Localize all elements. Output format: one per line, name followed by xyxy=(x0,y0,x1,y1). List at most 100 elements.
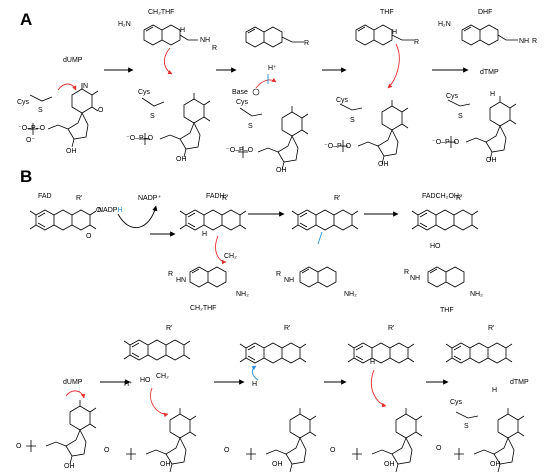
svg-text:Cys: Cys xyxy=(138,89,151,96)
svg-text:R': R' xyxy=(388,325,394,332)
svg-text:NH: NH xyxy=(410,275,420,282)
b-flavin-thf-adduct: R' R NH NH₂ xyxy=(276,195,359,298)
b-fadch2oh-label: FADCH₂OH⁻ xyxy=(422,193,463,200)
svg-text:⁻O–P–O: ⁻O–P–O xyxy=(226,147,254,154)
svg-text:R: R xyxy=(532,38,537,45)
svg-text:⁻O–P–O: ⁻O–P–O xyxy=(432,139,460,146)
svg-text:CH₂: CH₂ xyxy=(224,253,237,260)
svg-text:OH: OH xyxy=(66,148,77,155)
a-dhf-label: DHF xyxy=(478,9,492,16)
svg-text:OH: OH xyxy=(378,161,389,168)
svg-text:S: S xyxy=(464,423,469,430)
svg-text:R': R' xyxy=(456,195,462,202)
svg-text:OH: OH xyxy=(272,461,283,468)
svg-text:H: H xyxy=(180,27,185,34)
svg-text:NADPH: NADPH xyxy=(98,207,123,214)
svg-text:O: O xyxy=(224,447,230,454)
svg-text:HO: HO xyxy=(430,243,441,250)
svg-text:H₂N: H₂N xyxy=(438,21,451,28)
b-flavin-methylene-step: R' H O OH xyxy=(224,325,317,472)
svg-text:Cys: Cys xyxy=(236,99,249,106)
b-dump-structure: O OH xyxy=(16,390,97,470)
svg-text:CH₂: CH₂ xyxy=(156,373,169,380)
svg-text:R': R' xyxy=(284,325,290,332)
svg-text:R': R' xyxy=(166,325,172,332)
b-fadh-label: FADH⁻ xyxy=(206,193,229,200)
svg-text:O: O xyxy=(436,445,442,452)
b-ch2thf-label: CH₂THF xyxy=(190,305,216,312)
svg-text:⁻O–P–O: ⁻O–P–O xyxy=(126,135,154,142)
a-dtmp-structure: Cys S H ⁻O–P–O OH xyxy=(432,91,517,164)
svg-text:O⁻: O⁻ xyxy=(26,137,35,144)
svg-text:R: R xyxy=(212,45,217,52)
svg-text:H: H xyxy=(370,359,375,366)
svg-text:S: S xyxy=(38,107,43,114)
svg-text:Cys: Cys xyxy=(446,93,459,100)
svg-text:R': R' xyxy=(76,195,82,202)
a-ch2thf-label: CH₂THF xyxy=(148,9,174,16)
b-dtmp-label: dTMP xyxy=(510,379,529,386)
b-nadph-step: NADPH NADP⁺ xyxy=(98,195,161,229)
svg-text:H⁺: H⁺ xyxy=(124,381,133,388)
svg-text:NH: NH xyxy=(284,277,294,284)
svg-text:H: H xyxy=(202,231,207,238)
svg-text:R: R xyxy=(414,39,419,46)
b-dump-label: dUMP xyxy=(63,379,83,386)
b-thf-label: THF xyxy=(440,307,454,314)
svg-text:OH: OH xyxy=(176,156,187,163)
svg-text:OH: OH xyxy=(64,463,75,470)
b-fadch2oh-structure: R' HO xyxy=(411,195,479,250)
svg-text:S: S xyxy=(458,113,463,120)
svg-text:N: N xyxy=(83,83,88,90)
svg-text:R': R' xyxy=(222,195,228,202)
a-dump-label: dUMP xyxy=(63,57,83,64)
b-flavin-hydride-step: R' H O OH xyxy=(330,325,423,472)
b-fadh-ch2thf-structure: R' H CH₂ R HN NH₂ xyxy=(168,195,249,298)
svg-text:HO: HO xyxy=(140,377,151,384)
svg-text:HN: HN xyxy=(176,277,186,284)
a-thf-label: THF xyxy=(380,9,394,16)
a-thf-structure: R H Cys S ⁻O–P–O OH xyxy=(324,24,419,168)
svg-text:R: R xyxy=(404,269,409,276)
svg-text:OH: OH xyxy=(276,167,287,174)
svg-text:⁻O–P–O: ⁻O–P–O xyxy=(324,143,352,150)
b-thf-structure: R NH NH₂ xyxy=(404,266,483,298)
svg-text:H: H xyxy=(392,29,397,36)
svg-text:S: S xyxy=(248,123,253,130)
svg-text:NH₂: NH₂ xyxy=(470,291,483,298)
svg-text:OH: OH xyxy=(160,461,171,468)
b-dtmp-structure: R' H Cys S O OH xyxy=(436,325,525,472)
svg-text:R': R' xyxy=(334,195,340,202)
svg-text:OH: OH xyxy=(490,461,501,468)
svg-text:H⁺: H⁺ xyxy=(268,65,277,72)
svg-text:O: O xyxy=(96,207,102,214)
svg-text:R: R xyxy=(304,40,309,47)
svg-text:O: O xyxy=(330,447,336,454)
svg-text:NH: NH xyxy=(519,38,529,45)
svg-text:S: S xyxy=(150,113,155,120)
svg-text:Cys: Cys xyxy=(17,99,30,106)
svg-text:Cys: Cys xyxy=(450,399,463,406)
svg-text:H: H xyxy=(252,381,257,388)
svg-text:NADP⁺: NADP⁺ xyxy=(138,195,161,202)
svg-text:O: O xyxy=(16,443,22,450)
svg-text:NH₂: NH₂ xyxy=(344,291,357,298)
svg-text:OH: OH xyxy=(486,157,497,164)
svg-text:⁻O–P–O: ⁻O–P–O xyxy=(18,125,46,132)
svg-text:R': R' xyxy=(488,325,494,332)
a-dtmp-label: dTMP xyxy=(480,69,499,76)
svg-text:Base: Base xyxy=(232,89,248,96)
svg-text:H: H xyxy=(490,91,495,98)
svg-text:O: O xyxy=(86,233,92,240)
b-flavin-ch2-step: R' H⁺ HO CH₂ O OH xyxy=(104,325,197,472)
a-dhf-structure: H₂N NH R xyxy=(438,21,537,46)
svg-text:O: O xyxy=(104,447,110,454)
b-fad-label: FAD xyxy=(38,193,52,200)
panel-label-b: B xyxy=(20,167,32,186)
svg-text:S: S xyxy=(350,117,355,124)
svg-text:R: R xyxy=(168,271,173,278)
svg-text:H: H xyxy=(492,387,497,394)
svg-text:R: R xyxy=(276,271,281,278)
a-ch2thf-structure: H₂N NH R H Cys S ⁻O–P–O OH xyxy=(118,21,217,163)
